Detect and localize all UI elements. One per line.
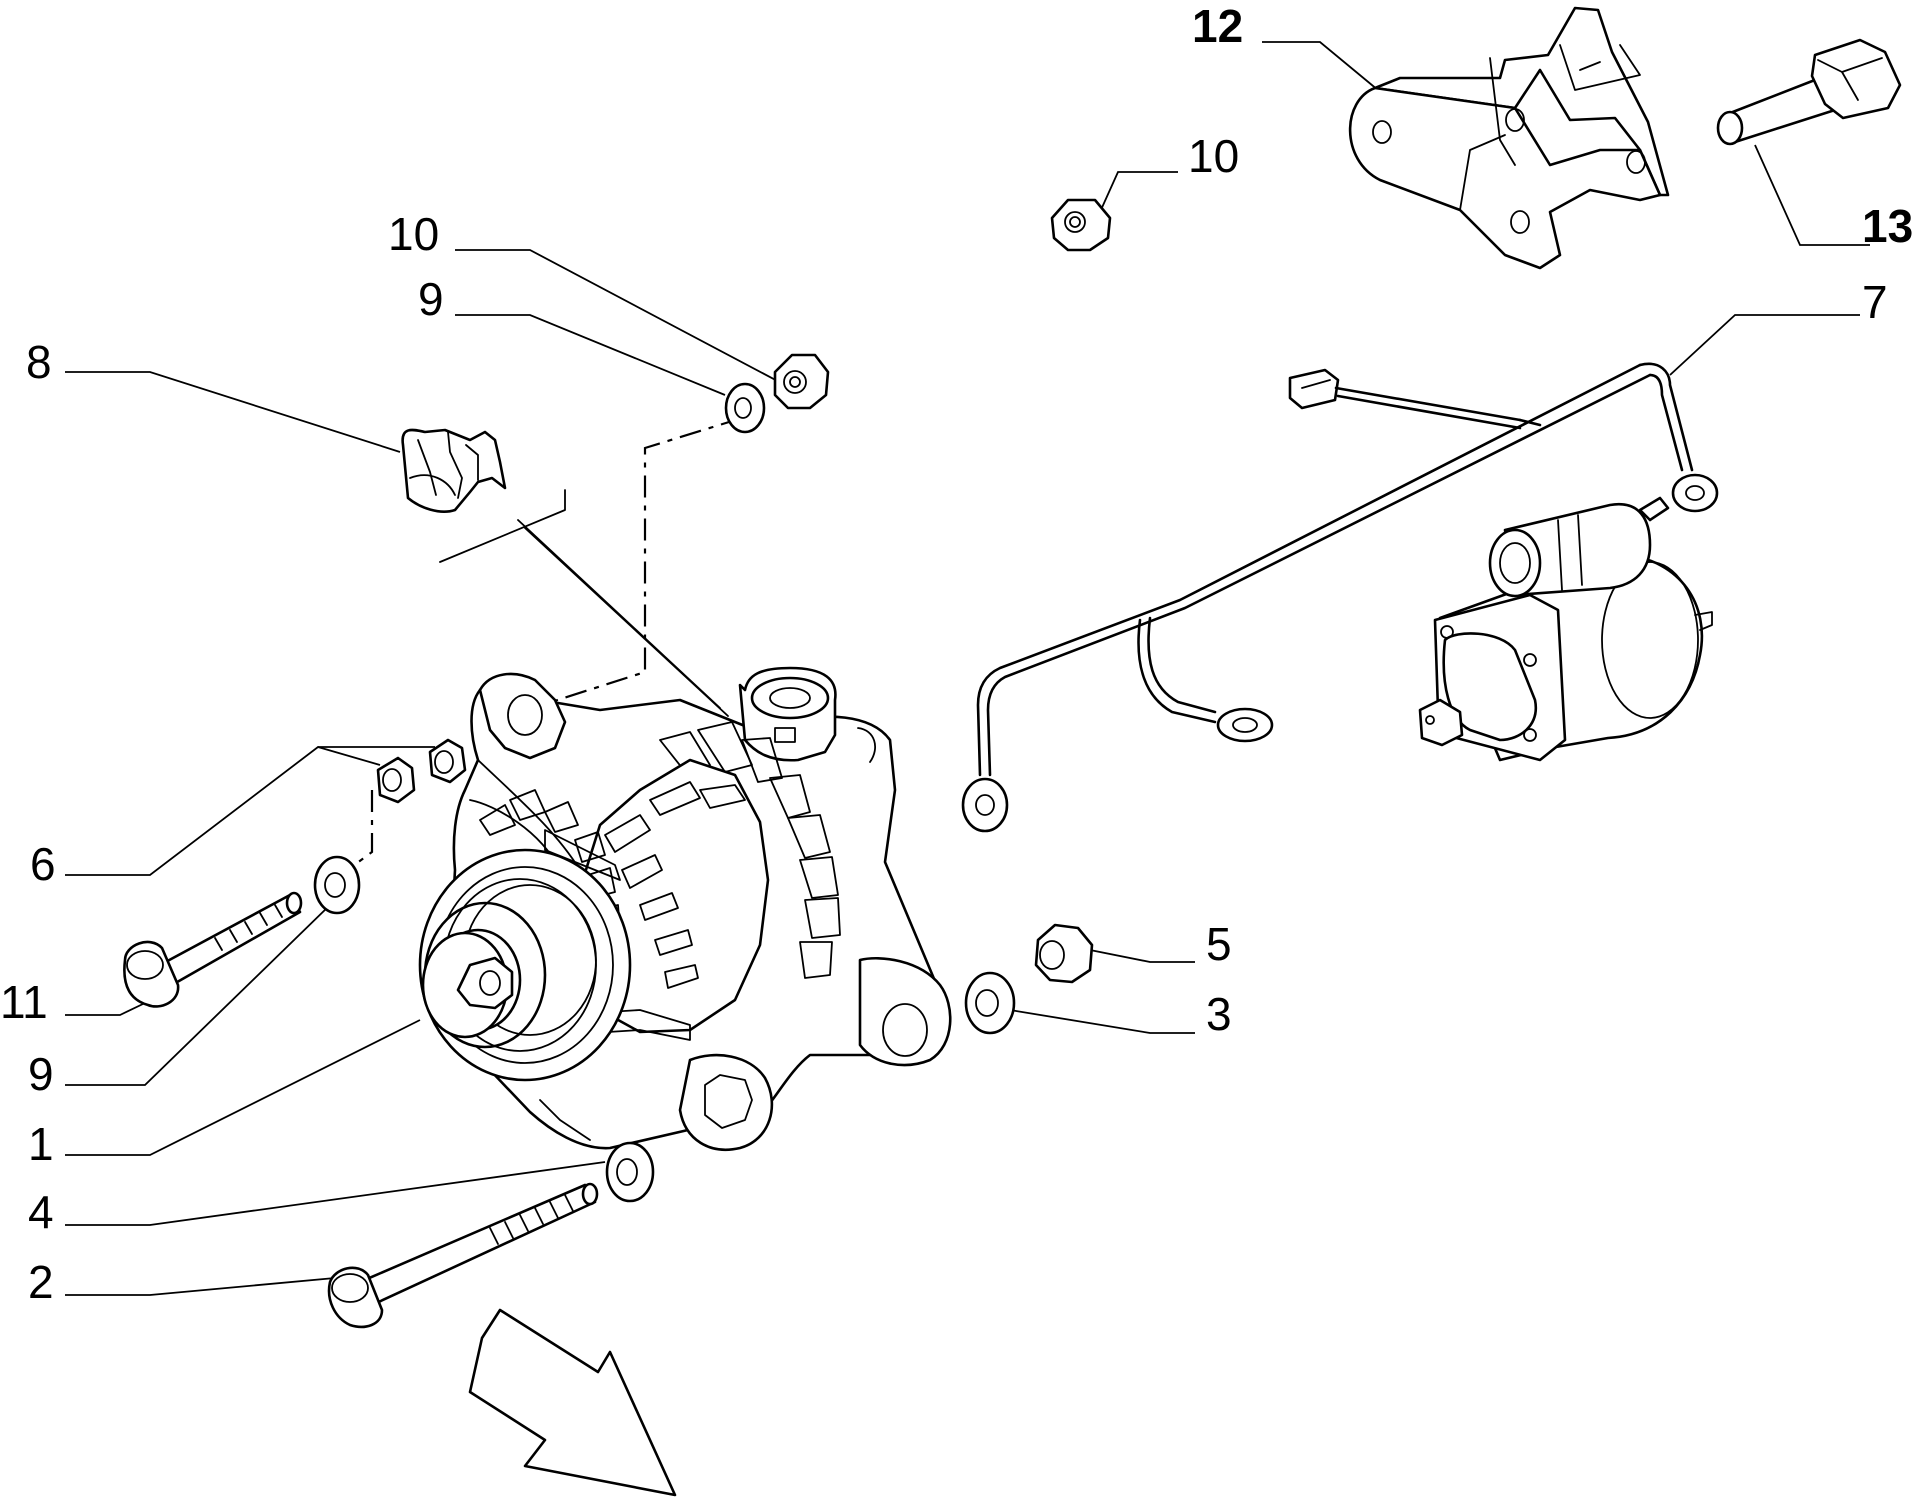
vent-slots: [604, 781, 746, 989]
washer-part-3: [964, 971, 1016, 1035]
nut-part-10-mid: [773, 353, 830, 410]
callout-7: 7: [1862, 276, 1888, 328]
leader-3: [1009, 1009, 1195, 1034]
washer-part-9-low: [313, 855, 361, 915]
leader-5: [1079, 947, 1195, 963]
washer-part-9-top: [724, 382, 766, 434]
callout-13: 13: [1862, 200, 1913, 252]
bolt-part-11: [123, 891, 303, 1008]
pulley: [418, 848, 632, 1082]
cable-harness-part-7: [961, 362, 1719, 833]
dashed-line-left: [344, 790, 374, 873]
callout-2: 2: [28, 1256, 54, 1308]
callout-3: 3: [1206, 988, 1232, 1040]
starter-motor: [1418, 496, 1713, 762]
ring-terminal-right: [1671, 473, 1719, 513]
callout-10-mid: 10: [388, 208, 439, 260]
leader-12: [1262, 41, 1391, 101]
leader-6: [65, 746, 381, 876]
leader-13: [1754, 144, 1870, 246]
callout-11: 11: [0, 976, 48, 1028]
callout-6: 6: [30, 838, 56, 890]
callout-8: 8: [26, 336, 52, 388]
assembly-dashed-lines: [344, 416, 743, 873]
connector-block: [1288, 368, 1340, 410]
direction-arrow-icon: [468, 1308, 677, 1497]
spacers-part-6: [376, 738, 467, 804]
callout-4: 4: [28, 1186, 54, 1238]
leader-7: [1669, 314, 1860, 376]
leader-2: [65, 1277, 336, 1296]
leader-10-mid: [455, 249, 786, 386]
nut-part-10-top: [1050, 198, 1112, 252]
callout-12: 12: [1192, 0, 1243, 52]
callout-1: 1: [28, 1118, 54, 1170]
cooling-fins: [659, 721, 841, 979]
leader-9-top: [455, 314, 726, 396]
assembly-line-b: [524, 527, 729, 717]
washer-part-4: [605, 1141, 655, 1203]
callout-5: 5: [1206, 918, 1232, 970]
leader-9-low: [65, 904, 331, 1086]
callout-9-low: 9: [28, 1048, 54, 1100]
assembly-corner: [439, 489, 566, 563]
ring-terminal-left: [961, 777, 1009, 833]
leader-1: [65, 1019, 421, 1156]
leader-10-top: [1099, 171, 1178, 213]
leader-8: [65, 371, 401, 453]
ring-terminal-mid: [1216, 707, 1274, 743]
leader-11: [65, 1002, 146, 1016]
callout-9-top: 9: [418, 273, 444, 325]
clip-part-8: [401, 428, 507, 513]
bolt-part-13: [1716, 38, 1902, 146]
callout-10-top: 10: [1188, 130, 1239, 182]
leader-lines: [65, 41, 1870, 1296]
dashed-line-top: [519, 416, 743, 714]
alternator-part-1: [418, 666, 952, 1151]
leader-4: [65, 1161, 606, 1226]
callout-labels: 12 10 13 7 10 9 8 6 11 9 1 4 2 5 3: [0, 0, 1913, 1308]
bolt-part-2: [327, 1182, 599, 1329]
nut-part-5: [1034, 923, 1094, 984]
bracket-part-12: [1348, 6, 1670, 270]
